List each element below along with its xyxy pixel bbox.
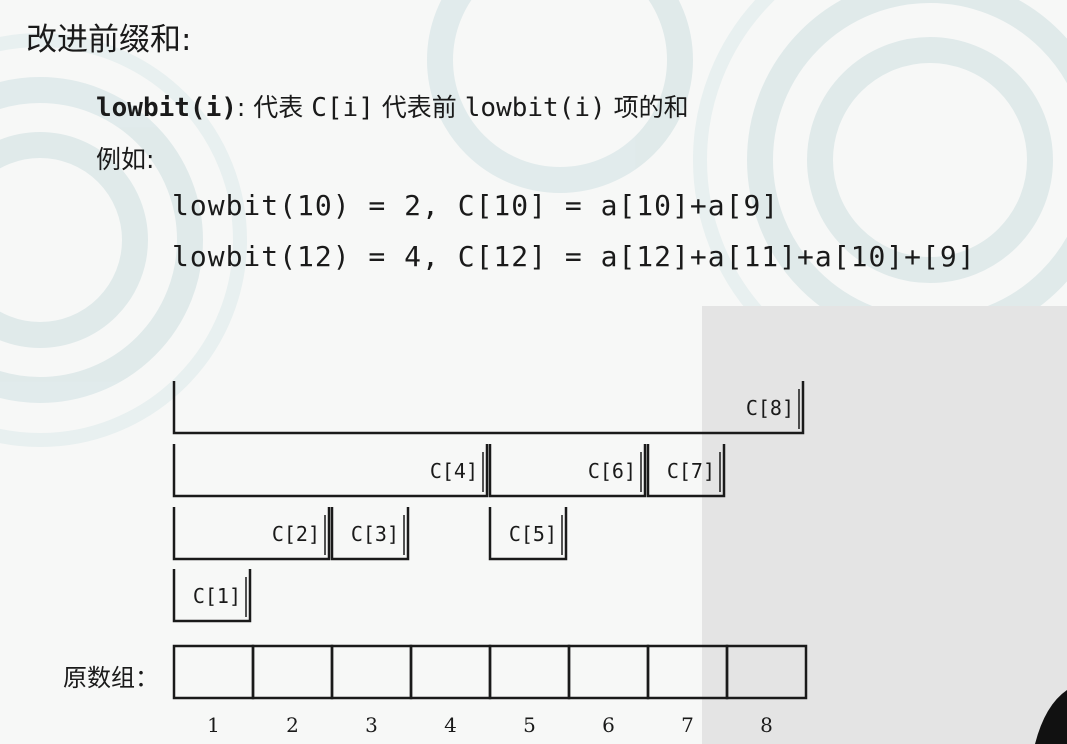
- example-label: 例如:: [96, 145, 155, 174]
- tree-node-c4: C[4]: [172, 444, 489, 498]
- tree-node-bracket: [488, 444, 647, 498]
- tree-node-c2: C[2]: [172, 507, 331, 561]
- tree-node-bracket: [172, 507, 331, 561]
- tree-node-bracket: [646, 444, 726, 498]
- definition-code-a: C[i]: [311, 93, 374, 123]
- array-cell: [488, 644, 571, 700]
- tree-node-label: C[6]: [588, 459, 636, 483]
- tree-node-label: C[3]: [351, 522, 399, 546]
- tree-node-bracket: [172, 444, 489, 498]
- tree-node-c3: C[3]: [330, 507, 410, 561]
- lowbit-definition: lowbit(i): 代表 C[i] 代表前 lowbit(i) 项的和: [96, 88, 689, 124]
- example-line-2: lowbit(12) = 4, C[12] = a[12]+a[11]+a[10…: [172, 240, 976, 273]
- tree-node-label: C[4]: [430, 459, 478, 483]
- array-index-label: 7: [681, 713, 694, 737]
- lowbit-term: lowbit(i): [96, 93, 237, 123]
- array-cell: [330, 644, 413, 700]
- array-index-label: 6: [602, 713, 615, 737]
- tree-node-c5: C[5]: [488, 507, 568, 561]
- tree-node-label: C[8]: [746, 396, 794, 420]
- tree-node-label: C[1]: [193, 584, 241, 608]
- tree-node-bracket: [172, 381, 805, 435]
- definition-colon: :: [236, 93, 246, 122]
- array-cell: [251, 644, 334, 700]
- tree-node-bracket: [172, 569, 252, 623]
- tree-node-c7: C[7]: [646, 444, 726, 498]
- example-line-1: lowbit(10) = 2, C[10] = a[10]+a[9]: [172, 189, 780, 222]
- array-cell: [725, 644, 808, 700]
- array-index-label: 1: [207, 713, 220, 737]
- array-cell: [646, 644, 729, 700]
- tree-node-c8: C[8]: [172, 381, 805, 435]
- tree-node-bracket: [330, 507, 410, 561]
- array-cell: [409, 644, 492, 700]
- tree-node-bracket: [488, 507, 568, 561]
- array-label: 原数组：: [63, 664, 159, 692]
- definition-text-c: 项的和: [605, 93, 689, 122]
- array-index-label: 4: [444, 713, 457, 737]
- array-cell: [567, 644, 650, 700]
- tree-node-label: C[7]: [667, 459, 715, 483]
- definition-text-b: 代表前: [373, 93, 465, 122]
- definition-code-b: lowbit(i): [464, 93, 606, 123]
- array-index-label: 8: [760, 713, 773, 737]
- array-cell: [172, 644, 255, 700]
- array-index-label: 5: [523, 713, 536, 737]
- definition-text-a: 代表: [245, 93, 312, 122]
- tree-node-c1: C[1]: [172, 569, 252, 623]
- tree-node-c6: C[6]: [488, 444, 647, 498]
- page-title: 改进前缀和:: [26, 22, 192, 58]
- array-index-label: 2: [286, 713, 299, 737]
- tree-node-label: C[2]: [272, 522, 320, 546]
- array-index-label: 3: [365, 713, 378, 737]
- tree-node-label: C[5]: [509, 522, 557, 546]
